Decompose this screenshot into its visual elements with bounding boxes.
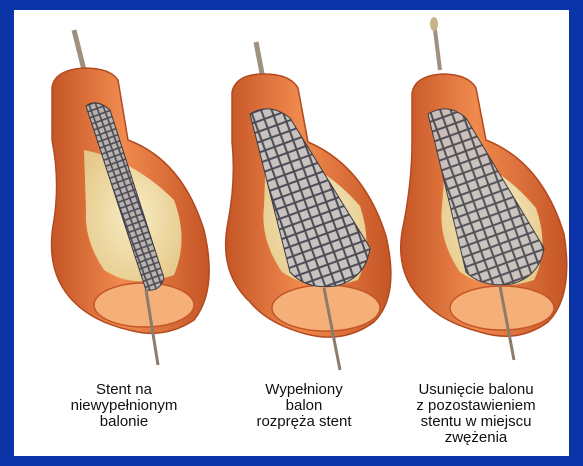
caption-step-3: Usunięcie balonu z pozostawieniem stentu… xyxy=(386,382,566,446)
caption-line: z pozostawieniem xyxy=(386,398,566,414)
caption-line: Stent na xyxy=(34,382,214,398)
caption-line: zwężenia xyxy=(386,430,566,446)
vessel-step-2 xyxy=(226,42,391,370)
caption-line: balon xyxy=(214,398,394,414)
caption-line: balonie xyxy=(34,414,214,430)
diagram-panel: Stent na niewypełnionym balonie Wypełnio… xyxy=(14,10,569,456)
vessel-step-3 xyxy=(401,17,567,360)
caption-line: Usunięcie balonu xyxy=(386,382,566,398)
caption-line: niewypełnionym xyxy=(34,398,214,414)
caption-line: stentu w miejscu xyxy=(386,414,566,430)
guidewire-top xyxy=(74,30,84,70)
caption-step-2: Wypełniony balon rozpręża stent xyxy=(214,382,394,430)
vessel-step-1 xyxy=(52,30,210,365)
balloon-tip-3 xyxy=(430,17,438,31)
vessel-opening-1 xyxy=(94,283,194,327)
caption-step-1: Stent na niewypełnionym balonie xyxy=(34,382,214,430)
caption-line: rozpręża stent xyxy=(214,414,394,430)
stent-procedure-illustration xyxy=(14,10,569,380)
caption-line: Wypełniony xyxy=(214,382,394,398)
